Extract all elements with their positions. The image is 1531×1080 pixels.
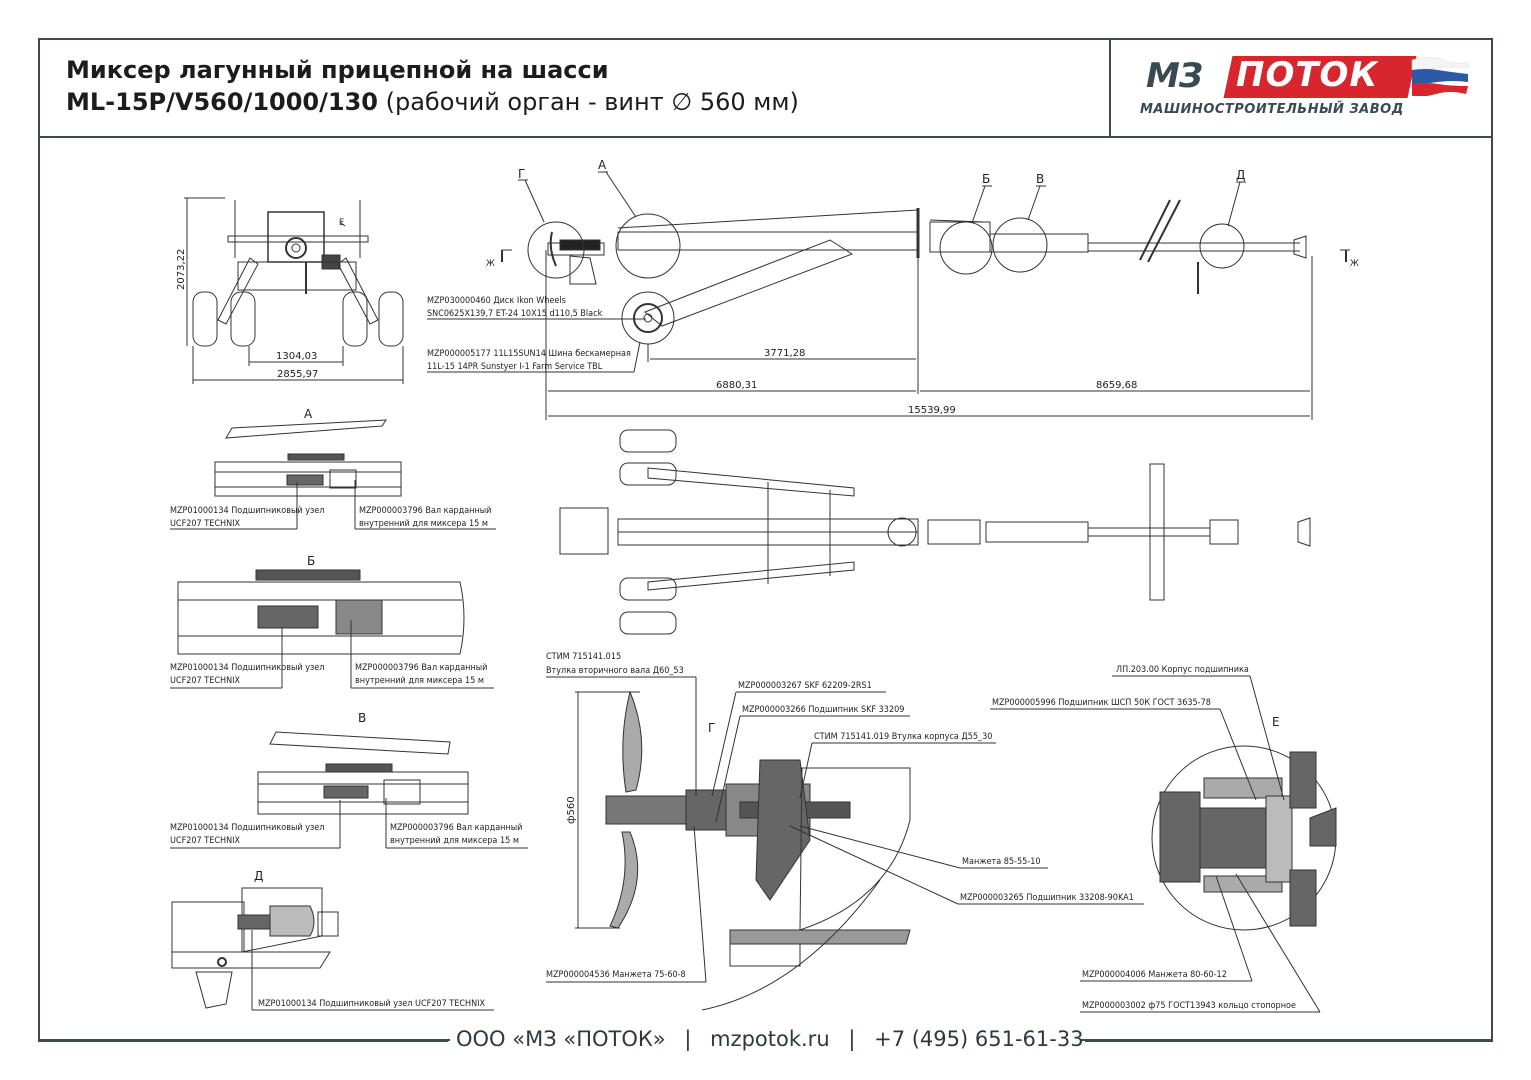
detail-E-title: Е <box>1272 715 1280 729</box>
detail-A-title: А <box>304 407 313 421</box>
top-view <box>559 429 1311 635</box>
detail-G-label-0b: Втулка вторичного вала Д60_53 <box>546 666 684 676</box>
detail-B-bearing-1: MZP01000134 Подшипниковый узел <box>170 663 324 673</box>
dim-front-segment: 6880,31 <box>716 380 757 391</box>
detail-B-shaft-2: внутренний для миксера 15 м <box>355 676 484 686</box>
detail-A: А MZP01000134 Подшипниковый узел UCF207 … <box>170 407 496 530</box>
detail-A-shaft-1: MZP000003796 Вал карданный <box>359 506 491 516</box>
footer-separator: | <box>684 1027 692 1051</box>
detail-V-bearing-1: MZP01000134 Подшипниковый узел <box>170 823 324 833</box>
detail-G-label-4: Манжета 85-55-10 <box>962 857 1041 867</box>
diameter-dim: ф560 <box>566 796 577 824</box>
logo-mz: МЗ <box>1146 56 1203 96</box>
callout-B: Б <box>982 172 990 186</box>
detail-G-label-0a: СТИМ 715141.015 <box>546 652 621 662</box>
logo-subtitle: МАШИНОСТРОИТЕЛЬНЫЙ ЗАВОД <box>1140 102 1404 117</box>
title-block <box>38 38 1493 138</box>
detail-G-label-5: MZP000003265 Подшипник 33208-90KA1 <box>960 893 1134 903</box>
callout-circle-B <box>939 221 993 275</box>
dim-height: 2073,22 <box>176 249 187 290</box>
tire-label-1: MZP000005177 11L15SUN14 Шина бескамерная <box>427 348 631 359</box>
detail-G-label-6: MZP000004536 Манжета 75-60-8 <box>546 970 686 980</box>
dim-outer-width: 2855,97 <box>277 369 318 380</box>
detail-A-bearing-2: UCF207 TECHNIX <box>170 519 241 529</box>
callout-A: А <box>598 158 607 172</box>
footer-contacts: ООО «МЗ «ПОТОК» | mzpotok.ru | +7 (495) … <box>450 1027 1084 1051</box>
footer-separator: | <box>848 1027 856 1051</box>
detail-G-label-2: MZP000003266 Подшипник SKF 33209 <box>742 705 904 715</box>
detail-B: Б MZP01000134 Подшипниковый узел UCF207 … <box>170 554 494 689</box>
footer-line-right <box>1085 1040 1493 1042</box>
dim-total-length: 15539,99 <box>908 405 956 416</box>
detail-V-shaft-1: MZP000003796 Вал карданный <box>390 823 522 833</box>
front-view: Е 2073,22 1304,03 2855,97 <box>176 197 404 384</box>
title-suffix: (рабочий орган - винт ∅ 560 мм) <box>378 88 799 116</box>
detail-V: В MZP01000134 Подшипниковый узел UCF207 … <box>170 711 528 849</box>
tire-label-2: 11L-15 14PR Sunstyer I-1 Farm Service TB… <box>427 362 603 372</box>
detail-E-label-3: MZP000003002 ф75 ГОСТ13943 кольцо стопор… <box>1082 1001 1296 1011</box>
dim-inner-track: 1304,03 <box>276 351 317 362</box>
detail-G-label-3: СТИМ 715141.019 Втулка корпуса Д55_30 <box>814 732 992 742</box>
callout-circle-D <box>1199 223 1245 269</box>
detail-A-bearing-1: MZP01000134 Подшипниковый узел <box>170 506 324 516</box>
detail-B-bearing-2: UCF207 TECHNIX <box>170 676 241 686</box>
detail-V-title: В <box>358 711 366 725</box>
title-line-1: Миксер лагунный прицепной на шасси <box>66 56 609 84</box>
detail-E-label-0: ЛП.203.00 Корпус подшипника <box>1116 665 1249 675</box>
detail-D-bearing: MZP01000134 Подшипниковый узел UCF207 TE… <box>258 999 486 1009</box>
section-marker-left: Ж <box>486 259 495 269</box>
dim-wheel-to-joint: 3771,28 <box>764 348 805 359</box>
callout-circle-G <box>527 221 585 279</box>
company-logo: МЗ ПОТОК МАШИНОСТРОИТЕЛЬНЫЙ ЗАВОД <box>1140 52 1480 122</box>
detail-E: Е ЛП.203.00 Корпус подшипника MZP0000059… <box>990 665 1337 1013</box>
detail-E-label-2: MZP000004006 Манжета 80-60-12 <box>1082 970 1227 980</box>
footer-phone[interactable]: +7 (495) 651-61-33 <box>874 1027 1084 1051</box>
logo-potok: ПОТОК <box>1236 55 1379 95</box>
detail-E-label-1: MZP000005996 Подшипник ШСП 50К ГОСТ 3635… <box>992 698 1211 708</box>
footer-company: ООО «МЗ «ПОТОК» <box>456 1027 666 1051</box>
detail-B-title: Б <box>307 554 315 568</box>
model-code: ML-15P/V560/1000/130 <box>66 88 378 116</box>
callout-E: Е <box>339 218 344 228</box>
wheel-disk-label-2: SNC0625X139,7 ET-24 10X15 d110,5 Black <box>427 309 603 319</box>
callout-G: Г <box>518 167 525 181</box>
russian-flag-icon <box>1411 56 1469 96</box>
callout-V: В <box>1036 172 1044 186</box>
detail-B-shaft-1: MZP000003796 Вал карданный <box>355 663 487 673</box>
footer-line-left <box>38 1040 448 1042</box>
detail-D: Д MZP01000134 Подшипниковый узел UCF207 … <box>171 869 494 1011</box>
side-view: Г А Б В Д Ж Ж MZP030000460 Диск Ikon Whe… <box>427 158 1359 420</box>
wheel-disk-label-1: MZP030000460 Диск Ikon Wheels <box>427 296 566 306</box>
title-divider <box>1109 38 1111 138</box>
detail-A-shaft-2: внутренний для миксера 15 м <box>359 519 488 529</box>
detail-G-title: Г <box>708 721 715 735</box>
detail-D-title: Д <box>254 869 263 883</box>
dim-rear-segment: 8659,68 <box>1096 380 1137 391</box>
detail-G: Г ф560 СТИМ 715141.015 Втулка вторичного… <box>546 652 1144 1011</box>
callout-circle-V <box>992 217 1048 273</box>
section-marker-right: Ж <box>1350 259 1359 269</box>
title-line-2: ML-15P/V560/1000/130 (рабочий орган - ви… <box>66 88 799 116</box>
detail-G-label-1: MZP000003267 SKF 62209-2RS1 <box>738 681 872 691</box>
callout-circle-A <box>615 213 681 279</box>
callout-D: Д <box>1236 168 1245 182</box>
detail-V-shaft-2: внутренний для миксера 15 м <box>390 836 519 846</box>
detail-V-bearing-2: UCF207 TECHNIX <box>170 836 241 846</box>
footer-site-link[interactable]: mzpotok.ru <box>710 1027 830 1051</box>
